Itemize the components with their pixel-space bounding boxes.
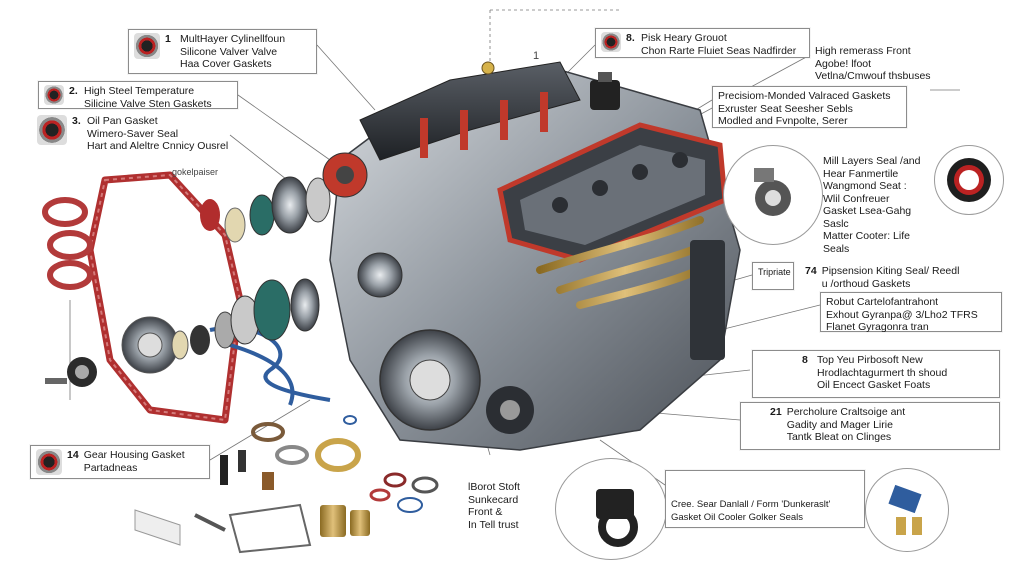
callout-line: u /orthoud Gaskets: [821, 277, 911, 290]
zoom-circle-oil-seal: [934, 145, 1004, 215]
gear-housing-gasket-icon: [36, 449, 62, 475]
callout-line: Gasket Oil Cooler Golker Seals: [671, 511, 803, 523]
small-parts-bottom: [134, 415, 439, 554]
callout-number: 74: [805, 265, 817, 277]
callout-boot: lBorot Stoft Sunkecard Front & In Tell t…: [463, 478, 553, 534]
callout-line: Robut Cartelofantrahont: [826, 296, 939, 308]
seal-icon: [601, 32, 621, 52]
callout-line: High remerass Front: [815, 45, 911, 57]
zoom-circle-bracket: [865, 468, 949, 552]
callout-line: Hrodlachtagurmert th shoud: [817, 366, 948, 379]
callout-line: Front &: [468, 506, 503, 518]
callout-line: Pisk Heary Grouot: [641, 32, 727, 44]
callout-line: Cree. Sear Danlall / Form 'Dunkeraslt': [671, 499, 831, 510]
callout-74: 74 Pipsension Kiting Seal/ Reedl u /orth…: [800, 262, 985, 292]
callout-line: Exruster Seat Seesher Sebls: [718, 102, 853, 115]
callout-number: 21: [770, 406, 782, 418]
valve-cover-gasket-icon: [134, 33, 160, 59]
callout-8b: 8 Top Yeu Pirbosoft New Hrodlachtagurmer…: [752, 350, 1000, 398]
zoom-circle-coolant-fitting: [555, 458, 667, 560]
callout-line: MultHayer Cylinellfoun: [180, 33, 286, 45]
callout-line: Hart and Aleltre Cnnicy Ousrel: [87, 140, 229, 152]
exploded-pulleys-mid: [171, 278, 320, 360]
callout-line: Wimero-Saver Seal: [87, 127, 179, 140]
callout-line: Tantk Bleat on Clinges: [786, 431, 892, 443]
callout-number: 14: [67, 449, 79, 461]
callout-8: 8. Pisk Heary Grouot Chon Rarte Fluiet S…: [595, 28, 810, 58]
callout-line: Wlil Confreuer: [823, 192, 890, 205]
callout-line: lBorot Stoft: [468, 481, 520, 493]
callout-number: 2.: [69, 85, 78, 97]
callout-line: Top Yeu Pirbosoft New: [817, 354, 923, 366]
top-number-label: 1: [533, 50, 540, 62]
callout-line: Mill Layers Seal /and: [823, 155, 921, 167]
callout-line: Agobe! lfoot: [815, 57, 872, 70]
o-rings-left: [42, 197, 93, 290]
exploded-pulleys-top: [200, 176, 331, 243]
valve-stem-gasket-icon: [44, 85, 64, 105]
bearing-left: [45, 357, 97, 387]
head-gasket-outline: [86, 171, 244, 424]
callout-line: Partadneas: [83, 461, 138, 474]
callout-line: In Tell trust: [468, 518, 519, 531]
callout-number: 8: [802, 354, 808, 366]
callout-line: Sunkecard: [468, 493, 519, 506]
callout-line: Pipsension Kiting Seal/ Reedl: [821, 265, 960, 277]
callout-line: Gadity and Mager Lirie: [786, 418, 893, 431]
callout-line: Silicine Valve Sten Gaskets: [84, 97, 212, 110]
callout-3: 3. Oil Pan Gasket Wimero-Saver Seal Hart…: [32, 112, 242, 154]
zoom-circle-seal: [723, 145, 823, 245]
callout-line: Chon Rarte Fluiet Seas Nadfirder: [641, 44, 797, 57]
callout-line: Wangmond Seat :: [823, 180, 907, 192]
engine-block: [322, 61, 741, 451]
oil-pan-gasket-icon: [37, 115, 67, 145]
callout-robust-exhaust: Robut Cartelofantrahont Exhout Gyranpa@ …: [820, 292, 1002, 333]
callout-mill-layers: Mill Layers Seal /and Hear Fanmertile Wa…: [818, 152, 938, 255]
callout-line: Oil Encect Gasket Foats: [817, 379, 931, 391]
callout-line: Hear Fanmertile: [823, 167, 899, 180]
callout-line: Percholure Craltsoige ant: [786, 406, 906, 418]
callout-number: 8.: [626, 32, 635, 44]
callout-14: 14 Gear Housing Gasket Partadneas: [30, 445, 210, 479]
callout-21: 21 Percholure Craltsoige ant Gadity and …: [740, 402, 1000, 450]
callout-number: 3.: [72, 115, 81, 127]
callout-line: Silicone Valver Valve: [180, 45, 278, 58]
tripriate-box: Tripriate: [752, 262, 794, 290]
callout-line: Precisiom-Monded Valraced Gaskets: [718, 90, 891, 102]
callout-line: Gear Housing Gasket: [83, 449, 185, 461]
callout-line: Vetlna/Cmwouf thsbuses: [815, 70, 931, 82]
callout-front-seal: High remerass Front Agobe! lfoot Vetlna/…: [810, 42, 950, 82]
callout-line: Exhout Gyranpa@ 3/Lho2 TFRS: [826, 308, 978, 321]
gasket-label: gokelpaiser: [172, 167, 219, 177]
callout-line: Flanet Gyragonra tran: [826, 321, 929, 333]
callout-1: 1 MultHayer Cylinellfoun Silicone Valver…: [128, 29, 317, 74]
callout-line: Oil Pan Gasket: [87, 115, 158, 127]
callout-line: Haa Cover Gaskets: [180, 58, 272, 70]
callout-line: Gasket Lsea-Gahg Saslc: [823, 205, 912, 230]
callout-oil-cooler: Cree. Sear Danlall / Form 'Dunkeraslt' G…: [665, 470, 865, 528]
callout-2: 2. High Steel Temperature Silicine Valve…: [38, 81, 238, 110]
callout-precision-gaskets: Precisiom-Monded Valraced Gaskets Exrust…: [712, 86, 907, 128]
callout-line: Modled and Fvnpolte, Serer: [718, 115, 848, 127]
callout-line: Matter Cooter: Life Seals: [823, 230, 910, 255]
tripriate-label: Tripriate: [758, 267, 791, 277]
callout-number: 1: [165, 33, 171, 45]
callout-line: High Steel Temperature: [84, 85, 195, 97]
